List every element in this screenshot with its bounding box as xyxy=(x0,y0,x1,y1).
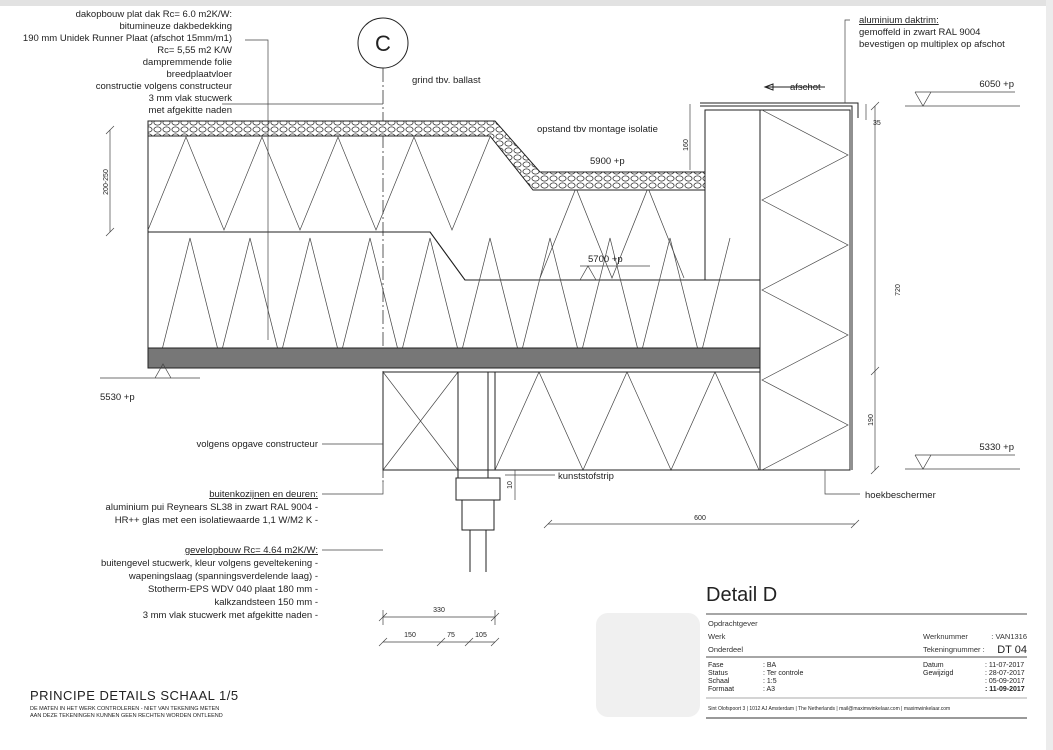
svg-text:Fase: Fase xyxy=(708,662,724,669)
svg-text:35: 35 xyxy=(873,120,881,127)
dimension-lines xyxy=(105,101,880,647)
svg-text:: VAN1316: : VAN1316 xyxy=(991,632,1027,641)
daktrim-note: aluminium daktrim: gemoffeld in zwart RA… xyxy=(859,15,1005,50)
svg-text:wapeningslaag (spanningsverdel: wapeningslaag (spanningsverdelende laag)… xyxy=(128,571,318,582)
svg-text:Opdrachtgever: Opdrachtgever xyxy=(708,619,758,628)
svg-text:Stotherm-EPS WDV 040 plaat 180: Stotherm-EPS WDV 040 plaat 180 mm - xyxy=(148,584,318,595)
title-block: Detail D Opdrachtgever Werk Onderdeel We… xyxy=(596,584,1027,719)
svg-text:75: 75 xyxy=(447,632,455,639)
window-frame-profile xyxy=(455,477,501,572)
svg-text:: A3: : A3 xyxy=(763,686,775,693)
svg-text:buitenkozijnen en deuren:: buitenkozijnen en deuren: xyxy=(209,489,318,500)
svg-text:150: 150 xyxy=(404,632,416,639)
svg-text:aluminium pui Reynears SL38 in: aluminium pui Reynears SL38 in zwart RAL… xyxy=(106,502,318,513)
svg-text:gemoffeld in zwart RAL 9004: gemoffeld in zwart RAL 9004 xyxy=(859,27,980,38)
svg-text:Status: Status xyxy=(708,670,728,677)
svg-text:breedplaatvloer: breedplaatvloer xyxy=(167,69,233,80)
svg-text:met afgekitte naden: met afgekitte naden xyxy=(149,105,232,116)
level-5700: 5700 +p xyxy=(588,254,623,265)
svg-text:Tekeningnummer :: Tekeningnummer : xyxy=(923,645,985,654)
grind-label: grind tbv. ballast xyxy=(412,75,481,86)
hoekbeschermer-label: hoekbeschermer xyxy=(865,490,936,501)
svg-text:Datum: Datum xyxy=(923,662,944,669)
sheet-title: PRINCIPE DETAILS SCHAAL 1/5 xyxy=(30,688,239,703)
svg-text:buitengevel stucwerk, kleur vo: buitengevel stucwerk, kleur volgens geve… xyxy=(101,558,318,569)
sheet-title-block: PRINCIPE DETAILS SCHAAL 1/5 DE MATEN IN … xyxy=(30,688,239,719)
svg-text:Sint Olofspoort 3 | 1012 AJ: Sint Olofspoort 3 | 1012 AJ Amsterdam | … xyxy=(708,706,950,712)
svg-text:: 11-07-2017: : 11-07-2017 xyxy=(985,662,1024,669)
svg-text:DT 04: DT 04 xyxy=(997,644,1027,656)
svg-text:720: 720 xyxy=(895,284,902,296)
svg-text:190 mm Unidek Runner Plaat (af: 190 mm Unidek Runner Plaat (afschot 15mm… xyxy=(23,33,232,44)
facade-insulation xyxy=(759,109,851,471)
svg-text:bitumineuze dakbedekking: bitumineuze dakbedekking xyxy=(120,21,233,32)
svg-text:Detail D: Detail D xyxy=(706,584,777,606)
svg-text:dampremmende folie: dampremmende folie xyxy=(143,57,232,68)
level-6050: 6050 +p xyxy=(979,79,1014,90)
roof-note: dakopbouw plat dak Rc= 6.0 m2K/W: bitumi… xyxy=(23,9,232,116)
svg-text:: 1:5: : 1:5 xyxy=(763,678,777,685)
kunststofstrip-label: kunststofstrip xyxy=(558,471,614,482)
svg-text:constructie volgens constructe: constructie volgens constructeur xyxy=(96,81,232,92)
concrete-slab xyxy=(147,231,761,361)
leaders xyxy=(322,443,860,551)
daktrim xyxy=(700,102,859,470)
level-markers xyxy=(100,91,1020,470)
multiplex-upstand xyxy=(704,109,761,281)
svg-text:Onderdeel: Onderdeel xyxy=(708,645,743,654)
svg-text:600: 600 xyxy=(694,515,706,522)
svg-text:C: C xyxy=(375,31,391,56)
kozijnen-note: buitenkozijnen en deuren: aluminium pui … xyxy=(106,489,318,526)
svg-text:Rc= 5,55 m2 K/W: Rc= 5,55 m2 K/W xyxy=(157,45,232,56)
svg-text:HR++ glas met een isolatiewaar: HR++ glas met een isolatiewaarde 1,1 W/M… xyxy=(115,515,318,526)
svg-text:105: 105 xyxy=(475,632,487,639)
level-5330: 5330 +p xyxy=(979,442,1014,453)
svg-text:DE MATEN IN HET WERK CONTROLER: DE MATEN IN HET WERK CONTROLEREN - NIET … xyxy=(30,706,219,712)
page-right-edge xyxy=(1046,0,1053,750)
insulation-zigzag xyxy=(494,371,760,471)
svg-text:160: 160 xyxy=(683,139,690,151)
insulation-zigzag xyxy=(147,136,491,231)
lower-wall xyxy=(382,371,850,479)
svg-text:: 11-09-2017: : 11-09-2017 xyxy=(985,686,1025,693)
svg-text:: Ter controle: : Ter controle xyxy=(763,670,803,677)
insulation-zigzag xyxy=(159,237,731,359)
svg-text:AAN DEZE TEKENINGEN KUNNEN GEE: AAN DEZE TEKENINGEN KUNNEN GEEN RECHTEN … xyxy=(30,713,223,719)
grid-marker: C xyxy=(357,17,409,482)
svg-text:Gewijzigd: Gewijzigd xyxy=(923,670,953,677)
svg-text:Werknummer: Werknummer xyxy=(923,632,968,641)
level-5900: 5900 +p xyxy=(590,156,625,167)
constructeur-label: volgens opgave constructeur xyxy=(197,439,318,450)
svg-text:190: 190 xyxy=(868,414,875,426)
svg-text:dakopbouw plat dak Rc= 6.0 m2K: dakopbouw plat dak Rc= 6.0 m2K/W: xyxy=(76,9,232,20)
insulation-zigzag xyxy=(539,187,685,279)
svg-text:aluminium daktrim:: aluminium daktrim: xyxy=(859,15,939,26)
insulation-zigzag xyxy=(761,109,849,471)
svg-text:330: 330 xyxy=(433,607,445,614)
level-5530: 5530 +p xyxy=(100,392,135,403)
svg-text:3 mm vlak stucwerk met afgekit: 3 mm vlak stucwerk met afgekitte naden - xyxy=(143,610,318,621)
afschot-label: afschot xyxy=(790,82,821,93)
opstand-label: opstand tbv montage isolatie xyxy=(537,124,658,135)
svg-text:Werk: Werk xyxy=(708,632,726,641)
afschot-arrow xyxy=(763,83,825,91)
svg-text:3 mm vlak stucwerk: 3 mm vlak stucwerk xyxy=(149,93,233,104)
svg-text:Schaal: Schaal xyxy=(708,678,730,685)
page-top-edge xyxy=(0,0,1053,6)
logo-blurred xyxy=(596,613,700,717)
slab-finish xyxy=(147,347,761,369)
svg-text:: 05-09-2017: : 05-09-2017 xyxy=(985,678,1025,685)
svg-text:200-250: 200-250 xyxy=(103,169,110,195)
svg-text:: BA: : BA xyxy=(763,662,777,669)
svg-text:: 28-07-2017: : 28-07-2017 xyxy=(985,670,1025,677)
svg-text:kalkzandsteen 150 mm -: kalkzandsteen 150 mm - xyxy=(215,597,319,608)
svg-text:gevelopbouw Rc= 4.64 m2K/W:: gevelopbouw Rc= 4.64 m2K/W: xyxy=(185,545,318,556)
dimension-labels: 200-250 160 35 720 190 10 600 330 150 75… xyxy=(103,120,902,639)
roof-leader xyxy=(222,39,383,340)
svg-text:bevestigen op multiplex op afs: bevestigen op multiplex op afschot xyxy=(859,39,1005,50)
gevel-note: gevelopbouw Rc= 4.64 m2K/W: buitengevel … xyxy=(101,545,318,621)
svg-text:Formaat: Formaat xyxy=(708,686,734,693)
svg-text:10: 10 xyxy=(507,481,514,489)
daktrim-leader xyxy=(844,19,850,103)
